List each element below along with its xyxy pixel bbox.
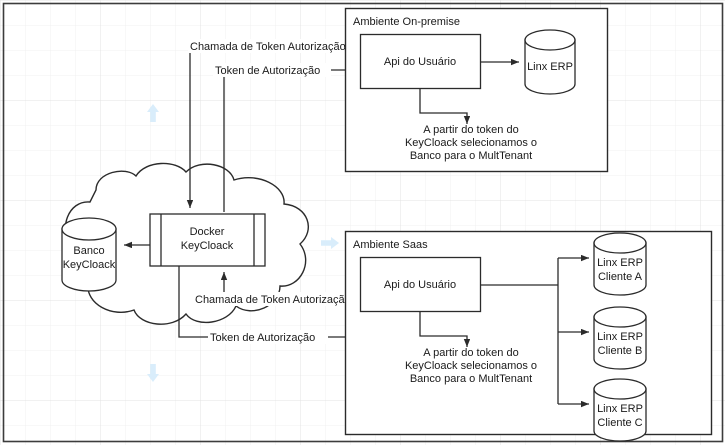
edge-on-premise-api-to-note	[419, 88, 471, 124]
edge-top-chamada-label-bg	[188, 39, 344, 53]
saas-note-line3: Banco para o MultTenant	[410, 373, 532, 385]
docker-keycloack-label-line2: KeyCloack	[181, 240, 234, 252]
saas-linx-erp-cliente-c-line1: Linx ERP	[597, 403, 643, 415]
scroll-down-marker	[147, 364, 159, 382]
saas-linx-erp-cliente-a-database: Linx ERP Cliente A	[593, 232, 647, 296]
on-premise-note-line3: Banco para o MultTenant	[410, 150, 532, 162]
saas-linx-erp-cliente-b-line2: Cliente B	[598, 345, 643, 357]
edge-bottom-token-label: Token de Autorização	[210, 332, 315, 344]
edge-saas-api-to-note	[419, 311, 471, 347]
docker-keycloack-node: Docker KeyCloack	[149, 213, 266, 267]
scroll-right-marker	[321, 237, 339, 249]
ambiente-saas-container: Ambiente Saas Api do Usuário Linx ERP Cl…	[344, 230, 713, 442]
edge-bottom-token-label-bg	[208, 330, 328, 344]
docker-keycloack-label-line1: Docker	[190, 226, 225, 238]
banco-keycloack-label-line1: Banco	[73, 245, 104, 257]
saas-linx-erp-cliente-b-database: Linx ERP Cliente B	[593, 306, 647, 370]
ambiente-on-premise-label: Ambiente On-premise	[353, 16, 460, 28]
banco-keycloack-label-line2: KeyCloack	[63, 259, 116, 271]
saas-linx-erp-cliente-a-line1: Linx ERP	[597, 257, 643, 269]
ambiente-saas-label: Ambiente Saas	[353, 239, 428, 251]
saas-api-label: Api do Usuário	[384, 279, 456, 291]
saas-linx-erp-cliente-a-line2: Cliente A	[598, 271, 643, 283]
edge-bottom-chamada-label: Chamada de Token Autorização	[195, 294, 351, 306]
saas-linx-erp-cliente-b-line1: Linx ERP	[597, 331, 643, 343]
edge-top-token-label-bg	[213, 63, 331, 77]
on-premise-api-label: Api do Usuário	[384, 56, 456, 68]
on-premise-note-line1: A partir do token do	[423, 124, 518, 136]
saas-linx-erp-cliente-c-database: Linx ERP Cliente C	[593, 378, 647, 442]
saas-note-line1: A partir do token do	[423, 347, 518, 359]
on-premise-linx-erp-label-line1: Linx ERP	[527, 61, 573, 73]
saas-note-line2: KeyCloack selecionamos o	[405, 360, 537, 372]
edge-top-token-label: Token de Autorização	[215, 65, 320, 77]
on-premise-note-line2: KeyCloack selecionamos o	[405, 137, 537, 149]
edge-top-chamada-label: Chamada de Token Autorização	[190, 41, 346, 53]
saas-api-box	[359, 256, 482, 313]
banco-keycloack-database: Banco KeyCloack	[61, 217, 117, 292]
on-premise-linx-erp-database: Linx ERP	[524, 29, 576, 95]
ambiente-on-premise-container: Ambiente On-premise Api do Usuário Linx …	[344, 7, 609, 173]
edge-bottom-chamada-label-bg	[193, 292, 351, 306]
scroll-up-marker	[147, 104, 159, 122]
saas-linx-erp-cliente-c-line2: Cliente C	[597, 417, 642, 429]
